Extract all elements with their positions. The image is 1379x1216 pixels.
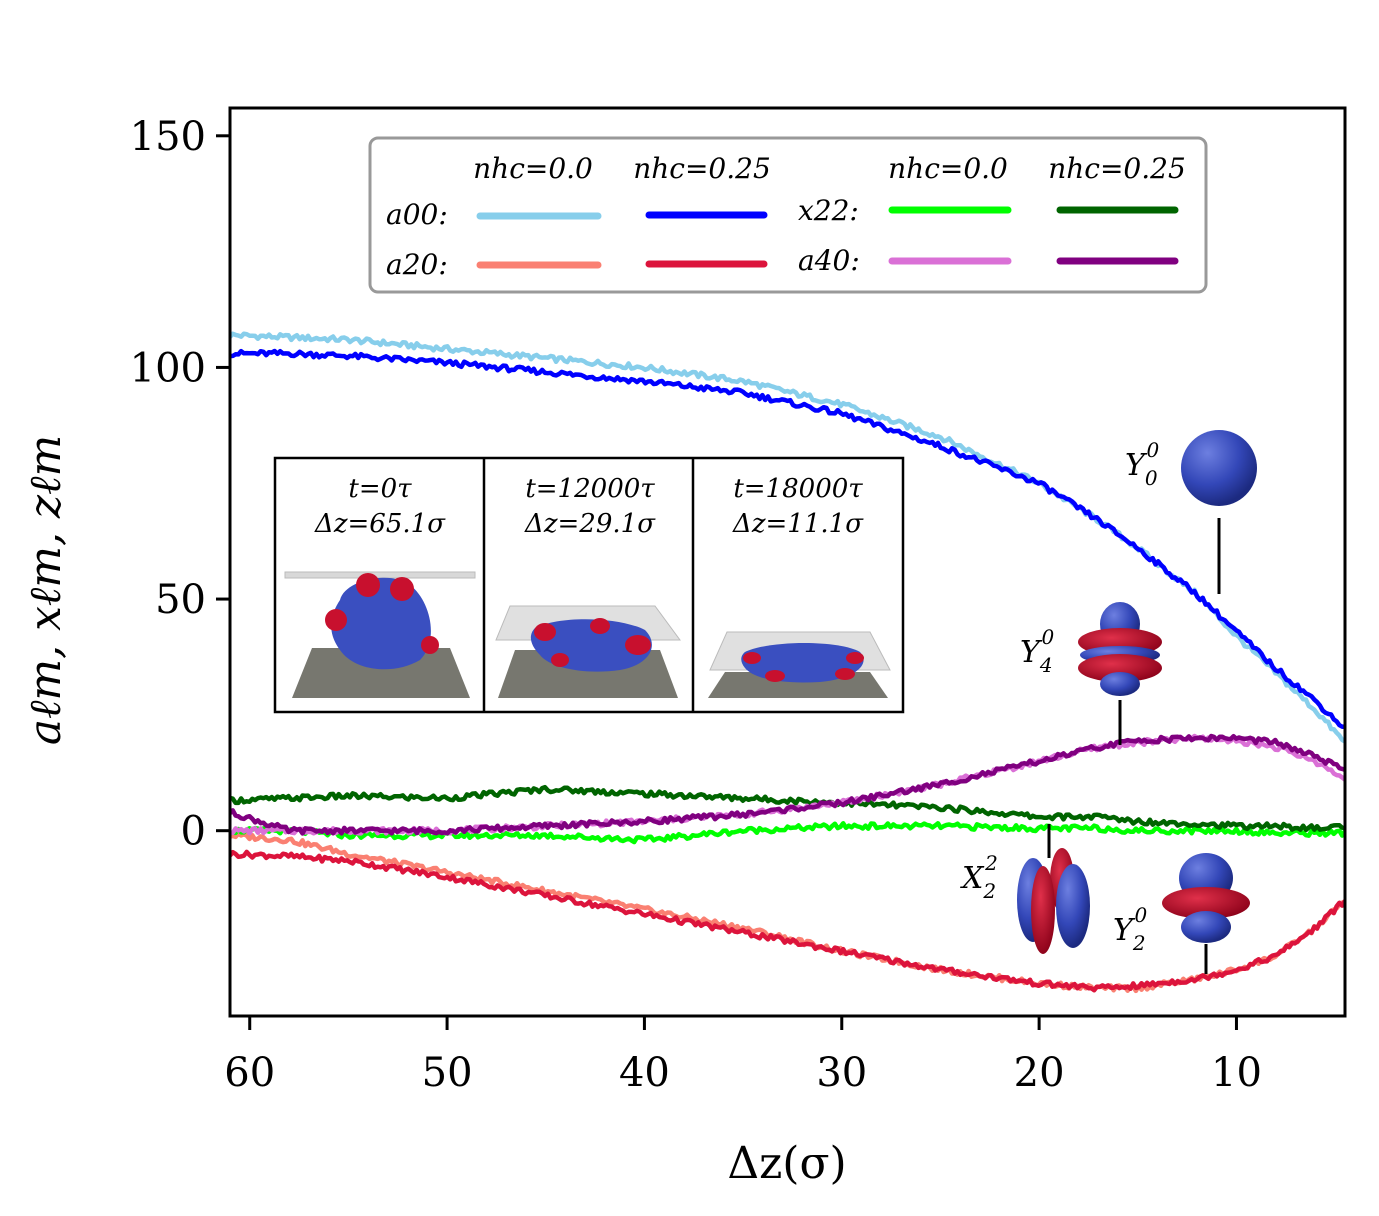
inset-panel-3-patch-1 — [743, 652, 761, 664]
x-tick-label: 60 — [224, 1050, 275, 1096]
legend-col-header-2: nhc=0.25 — [633, 152, 771, 185]
inset-panel-3-gap: Δz=11.1σ — [732, 509, 864, 539]
annotation-Y40-lobe-bottom — [1100, 672, 1140, 696]
inset-panel-1-time: t=0τ — [348, 474, 412, 504]
inset-panel-2-patch-4 — [551, 653, 569, 667]
inset-panel-2-patch-2 — [590, 618, 610, 634]
annotation-Y20-label: Y20 — [1113, 903, 1148, 955]
annotation-Y00-label: Y00 — [1125, 438, 1160, 490]
legend-col-header-4: nhc=0.25 — [1048, 152, 1186, 185]
x-ticks: 60 50 40 30 20 10 — [224, 1016, 1262, 1096]
annotation-Y00-sphere — [1181, 430, 1257, 506]
annotation-Y00: Y00 — [1125, 430, 1257, 594]
annotation-Y20-lobe-bottom — [1181, 911, 1231, 943]
legend: nhc=0.0 nhc=0.25 nhc=0.0 nhc=0.25 a00: a… — [368, 136, 1208, 294]
legend-col-header-3: nhc=0.0 — [888, 152, 1008, 185]
inset-panel-1-gap: Δz=65.1σ — [314, 509, 446, 539]
inset-panel-1-patch-4 — [421, 636, 439, 654]
inset-panel-2-patch-3 — [625, 635, 651, 655]
legend-frame — [368, 136, 1208, 294]
annotation-Y40-ring-2 — [1078, 654, 1162, 682]
series-line-a40-nhc-0-0 — [230, 733, 1345, 836]
series-line-a20-nhc-0-25 — [230, 849, 1345, 993]
inset-panel-3-patch-2 — [846, 652, 864, 664]
annotation-X22-label: X22 — [960, 851, 998, 903]
series-line-a40-nhc-0-25 — [230, 733, 1345, 836]
annotation-Y20-ring — [1162, 887, 1250, 919]
legend-row-label-a20: a20: — [386, 248, 448, 281]
series-line-x22-nhc-0-25 — [230, 784, 1345, 833]
inset-panel-2-patch-1 — [534, 623, 556, 641]
inset-panel-2-gap: Δz=29.1σ — [524, 509, 656, 539]
inset-panel-3-time: t=18000τ — [733, 474, 863, 504]
x-tick-label: 40 — [619, 1050, 670, 1096]
annotation-Y40-label: Y40 — [1020, 625, 1055, 677]
x-tick-label: 20 — [1014, 1050, 1065, 1096]
legend-col-header-1: nhc=0.0 — [473, 152, 593, 185]
x-tick-label: 10 — [1211, 1050, 1262, 1096]
x-tick-label: 30 — [816, 1050, 867, 1096]
inset-panel-1-vesicle — [331, 577, 431, 670]
y-tick-label: 0 — [181, 809, 206, 855]
inset-panel-1: t=0τ Δz=65.1σ — [284, 474, 476, 698]
legend-row-label-a40: a40: — [798, 244, 860, 277]
inset-panel-1-bottom-plate — [292, 648, 470, 698]
inset-panel-1-patch-2 — [390, 577, 414, 601]
inset-panel-3: t=18000τ Δz=11.1σ — [708, 474, 891, 698]
inset-panel-3-patch-4 — [835, 668, 855, 680]
series-layer — [230, 331, 1345, 994]
inset-panel-3-patch-3 — [765, 670, 785, 682]
legend-row-label-a00: a00: — [386, 198, 448, 231]
legend-row-label-x22: x22: — [798, 194, 859, 227]
y-tick-label: 150 — [130, 114, 206, 160]
annotation-X22-lobe-3 — [1031, 866, 1055, 954]
annotation-X22: X22 — [960, 824, 1090, 954]
annotation-Y40: Y40 — [1020, 602, 1162, 745]
inset-panel-1-patch-3 — [325, 609, 347, 631]
plot-frame — [228, 106, 1347, 1018]
annotation-Y20: Y20 — [1113, 853, 1250, 974]
inset-panel-2: t=12000τ Δz=29.1σ — [495, 474, 681, 698]
annotation-X22-lobe-4 — [1056, 864, 1090, 948]
y-tick-label: 50 — [155, 577, 206, 623]
y-tick-label: 100 — [130, 345, 206, 391]
inset-panel-1-top-plate — [284, 571, 476, 579]
y-ticks: 150 100 50 0 — [130, 114, 230, 855]
y-axis-title: aℓm, xℓm, zℓm — [20, 435, 71, 745]
inset-panel-1-patch-1 — [356, 573, 380, 597]
x-tick-label: 50 — [422, 1050, 473, 1096]
inset: t=0τ Δz=65.1σ t=12000τ Δz=29.1σ t=18000τ — [273, 456, 905, 714]
x-axis-title: Δz(σ) — [727, 1138, 846, 1189]
inset-panel-2-time: t=12000τ — [525, 474, 655, 504]
series-line-a00-nhc-0-25 — [230, 348, 1345, 729]
